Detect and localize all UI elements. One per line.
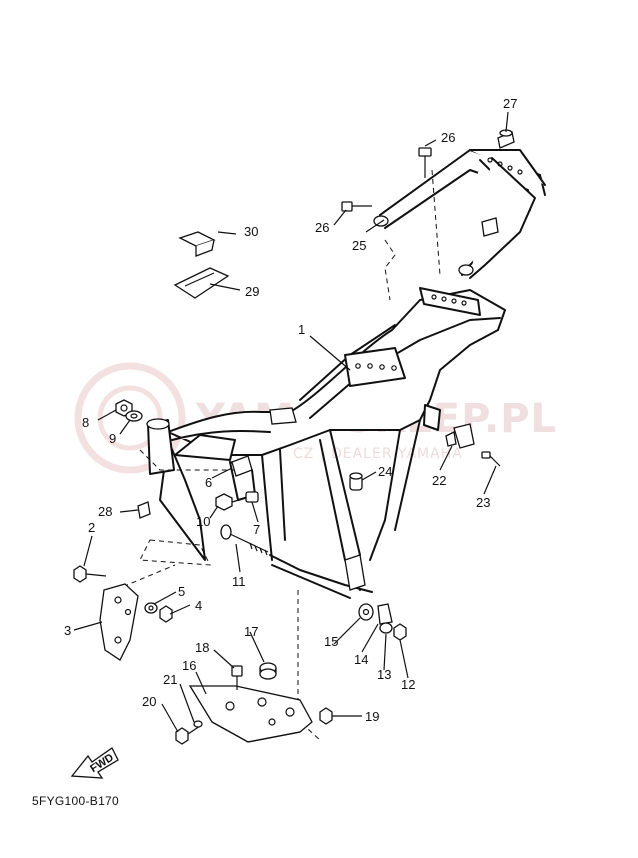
- callout-19: 19: [365, 709, 379, 724]
- part-7-bolt: [245, 491, 259, 503]
- main-frame: [146, 287, 506, 599]
- part-21-washer: [193, 720, 203, 728]
- callout-11: 11: [232, 574, 246, 589]
- callout-23: 23: [476, 495, 490, 510]
- callout-27: 27: [503, 96, 517, 111]
- callout-21: 21: [163, 672, 177, 687]
- part-17-plug: [259, 662, 277, 680]
- part-5-washer: [144, 602, 158, 614]
- callout-29: 29: [245, 284, 259, 299]
- rear-subframe: [373, 149, 546, 279]
- callout-17: 17: [244, 624, 258, 639]
- part-26-bolt-top: [418, 147, 432, 178]
- part-2-bolt: [73, 565, 107, 583]
- part-11-bolt: [220, 524, 269, 556]
- leader-lines: [73, 111, 509, 733]
- callout-1: 1: [298, 322, 305, 337]
- part-24-rubber: [349, 472, 363, 491]
- rear-subframe-holes: [487, 157, 523, 175]
- callout-26-top: 26: [441, 130, 455, 145]
- callout-14: 14: [354, 652, 368, 667]
- callout-10: 10: [196, 514, 210, 529]
- part-22-bracket: [445, 423, 475, 449]
- callout-8: 8: [82, 415, 89, 430]
- part-14-bracket: [377, 603, 393, 625]
- part-13-washer: [379, 622, 393, 634]
- callout-22: 22: [432, 473, 446, 488]
- part-26-bolt-left: [341, 201, 372, 212]
- callout-4: 4: [195, 598, 202, 613]
- part-20-bolt: [175, 725, 201, 745]
- callout-20: 20: [142, 694, 156, 709]
- callout-24: 24: [378, 464, 392, 479]
- diagram-code: 5FYG100-B170: [32, 794, 119, 808]
- rear-plate-holes: [431, 294, 467, 306]
- part-15-collar: [358, 603, 374, 621]
- watermark-subtext: CZ | DEALER YAMAHA: [293, 446, 463, 462]
- part-6-bracket: [231, 455, 253, 477]
- part-16-skid-plate: [188, 685, 313, 743]
- callout-9: 9: [109, 431, 116, 446]
- crossmember-holes: [355, 363, 397, 371]
- callout-3: 3: [64, 623, 71, 638]
- callout-2: 2: [88, 520, 95, 535]
- part-28-plug: [137, 501, 151, 519]
- part-4-nut: [159, 605, 173, 623]
- callout-30: 30: [244, 224, 258, 239]
- callout-28: 28: [98, 504, 112, 519]
- callout-labels: 27 26 26 25 30 29 1 8 9 6 10 7 11 28 2 3…: [64, 96, 517, 724]
- part-23-bolt: [481, 451, 501, 467]
- callout-5: 5: [178, 584, 185, 599]
- callout-26-left: 26: [315, 220, 329, 235]
- part-9-washer: [125, 410, 143, 422]
- callout-16: 16: [182, 658, 196, 673]
- callout-13: 13: [377, 667, 391, 682]
- callout-25: 25: [352, 238, 366, 253]
- part-10-bolt: [215, 493, 247, 511]
- fwd-arrow-icon: FWD: [70, 747, 119, 779]
- part-30-clip: [178, 231, 216, 257]
- part-19-bolt: [319, 707, 333, 725]
- part-3-bracket: [99, 583, 139, 661]
- callout-7: 7: [253, 522, 260, 537]
- part-27-bolt: [497, 129, 515, 149]
- watermark-logo-icon: [74, 362, 186, 474]
- callout-15: 15: [324, 634, 338, 649]
- part-18-bolt: [231, 665, 243, 690]
- part-12-nut: [393, 623, 407, 641]
- part-29-pad: [173, 267, 230, 299]
- callout-18: 18: [195, 640, 209, 655]
- callout-6: 6: [205, 475, 212, 490]
- callout-12: 12: [401, 677, 415, 692]
